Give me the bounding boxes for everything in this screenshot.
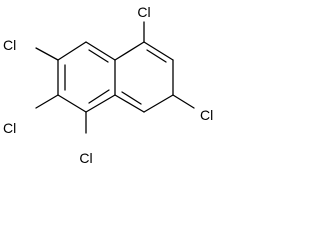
chlorine-bottom-label: Cl [79,150,92,166]
atom-labels: Cl Cl Cl Cl Cl [3,4,213,166]
bond-to-cl-upper-left [35,47,59,61]
bond [114,94,145,113]
bond [85,41,116,61]
bond [57,41,87,61]
double-bond-inner [88,49,109,63]
pentachloronaphthalene-structure: Cl Cl Cl Cl Cl [3,4,213,166]
chlorine-upper-left-label: Cl [3,37,16,53]
bond-to-cl-right [172,94,195,109]
bond [143,41,174,61]
double-bond-inner [88,89,110,104]
double-bond-inner [121,91,142,105]
bond [57,94,87,113]
chlorine-right-label: Cl [200,107,213,123]
chlorine-top-label: Cl [137,4,150,20]
bond [143,94,174,113]
chlorine-mid-left-label: Cl [3,120,16,136]
double-bond-inner [146,49,167,63]
bonds [35,21,195,134]
bond-to-cl-mid-left [35,94,59,109]
bond [85,94,116,113]
bond [114,41,145,61]
